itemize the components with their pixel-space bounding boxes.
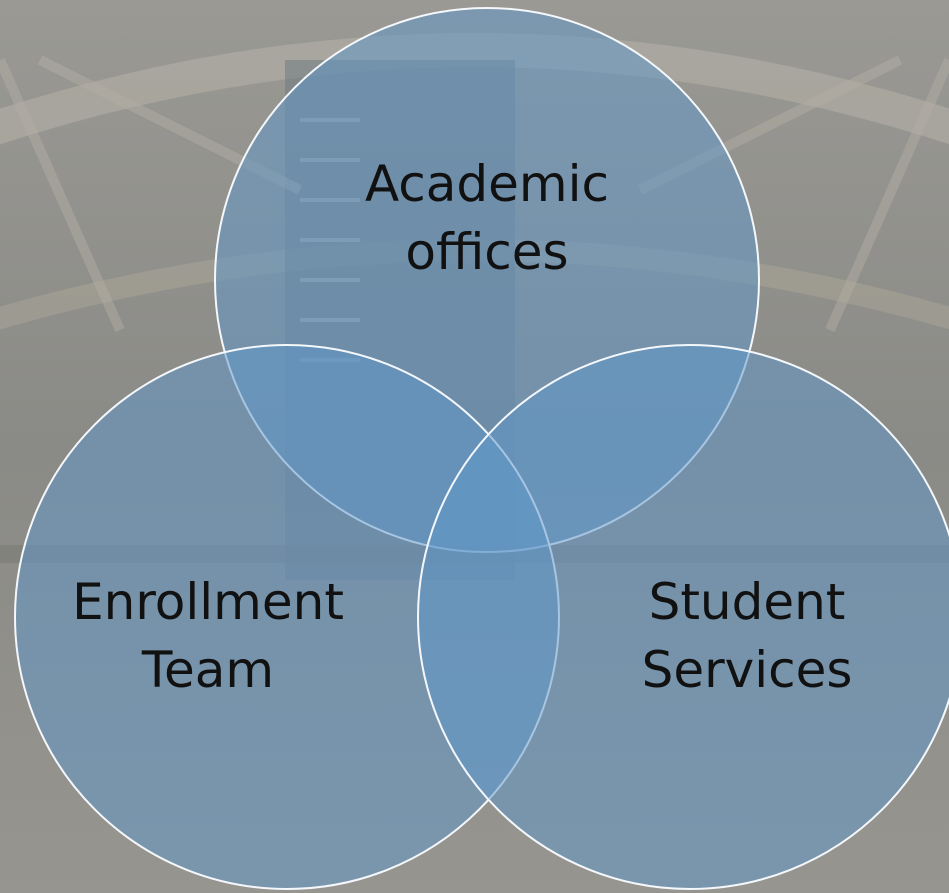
circle-student-services	[417, 344, 949, 890]
label-line: Team	[141, 641, 275, 699]
label-line: Enrollment	[72, 573, 344, 631]
label-student-services: Student Services	[597, 568, 897, 704]
label-line: offices	[405, 223, 569, 281]
label-line: Student	[648, 573, 846, 631]
label-line: Academic	[364, 155, 610, 213]
label-line: Services	[641, 641, 853, 699]
label-academic-offices: Academic offices	[337, 150, 637, 286]
label-enrollment-team: Enrollment Team	[58, 568, 358, 704]
